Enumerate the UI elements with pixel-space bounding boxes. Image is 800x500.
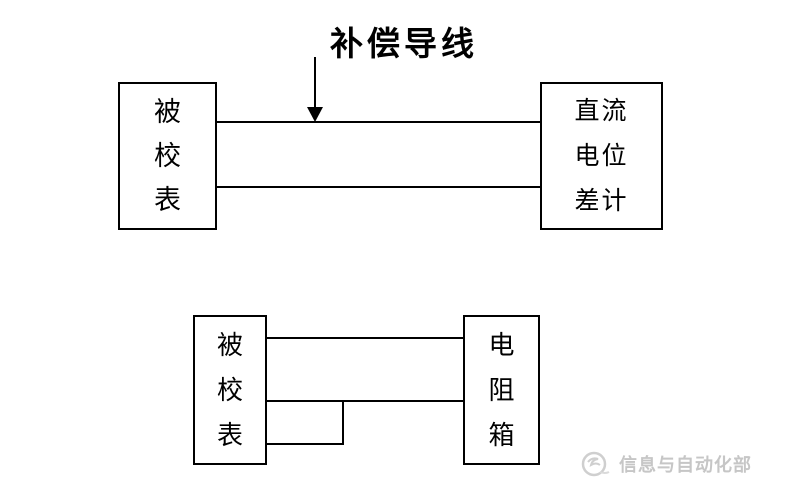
box-label-line: 被 — [216, 329, 243, 360]
box-label-line: 差计 — [574, 186, 629, 215]
wire-bottom-stub-horizontal — [267, 443, 344, 445]
box-meter-under-test-top: 被 校 表 — [118, 82, 217, 230]
diagram-title: 补偿导线 — [330, 25, 478, 62]
wire-bottom-middle — [267, 400, 463, 402]
box-label-line: 被 — [154, 97, 181, 127]
box-label-line: 电 — [488, 329, 515, 360]
box-label-line: 阻 — [488, 374, 515, 405]
arrow-down-icon — [307, 107, 323, 122]
box-label-line: 表 — [216, 419, 243, 450]
annotation-arrow-line — [314, 57, 316, 110]
box-label-line: 箱 — [488, 419, 515, 450]
watermark-text: 信息与自动化部 — [619, 455, 752, 475]
wire-top-lower — [217, 186, 540, 188]
box-meter-under-test-bottom: 被 校 表 — [193, 315, 267, 465]
box-label-line: 电位 — [574, 141, 629, 170]
watermark: 信息与自动化部 — [578, 449, 752, 479]
wire-bottom-upper — [267, 337, 463, 339]
box-label-line: 校 — [216, 374, 243, 405]
box-resistance-box: 电 阻 箱 — [463, 315, 540, 465]
box-label-line: 校 — [154, 141, 181, 171]
box-label-line: 表 — [154, 185, 181, 215]
wire-top-upper — [217, 121, 540, 123]
box-label-line: 直流 — [574, 96, 629, 125]
box-dc-potentiometer: 直流 电位 差计 — [540, 82, 663, 230]
swirl-logo-icon — [581, 451, 610, 477]
wire-bottom-stub-vertical — [342, 400, 344, 445]
